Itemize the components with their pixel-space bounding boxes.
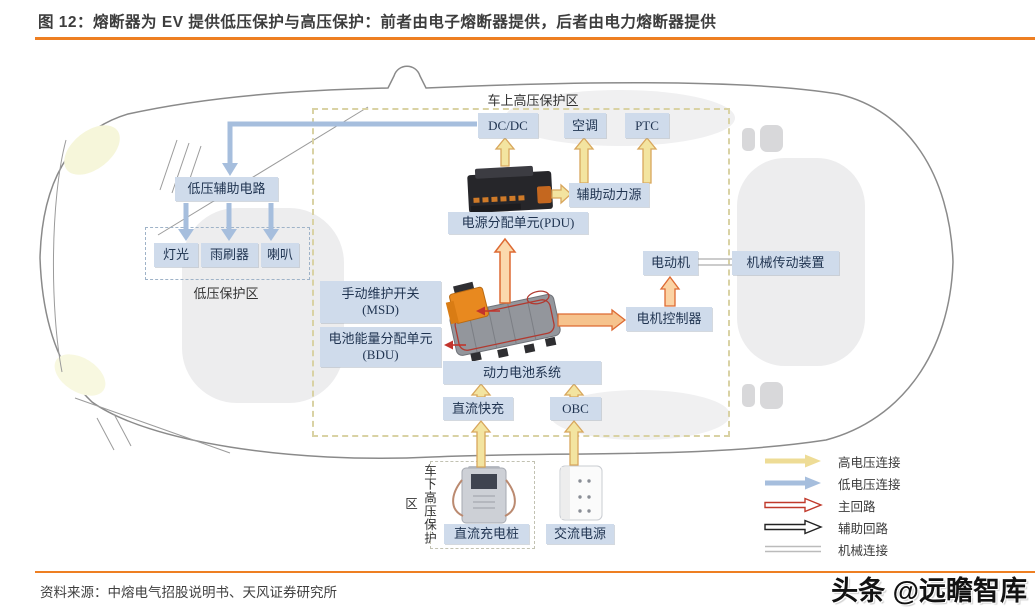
under-vehicle-hv-zone-label: 车下高压保护区 xyxy=(403,463,436,545)
on-vehicle-hv-zone-frame xyxy=(312,108,730,437)
legend-label: 低电压连接 xyxy=(838,477,901,492)
legend-row-low-voltage: 低电压连接 xyxy=(763,473,901,493)
node-aux-power: 辅助动力源 xyxy=(569,183,649,207)
node-bdu: 电池能量分配单元 (BDU) xyxy=(320,327,441,367)
node-ac-power: 交流电源 xyxy=(546,524,614,544)
low-voltage-arrow-icon xyxy=(765,476,821,490)
node-msd: 手动维护开关 (MSD) xyxy=(320,281,441,323)
node-battery-system: 动力电池系统 xyxy=(443,361,601,384)
headlight-left-front xyxy=(64,125,120,175)
legend-label: 辅助回路 xyxy=(838,521,889,536)
legend-label: 主回路 xyxy=(838,499,876,514)
node-lv-aux-circuit: 低压辅助电路 xyxy=(175,177,278,201)
node-motor: 电动机 xyxy=(643,251,698,275)
legend: 高电压连接 低电压连接 主回路 辅助回路 机械连接 xyxy=(763,451,901,559)
node-ptc: PTC xyxy=(625,113,669,138)
node-horn: 喇叭 xyxy=(261,243,299,267)
node-motor-controller: 电机控制器 xyxy=(626,307,712,331)
node-wiper: 雨刷器 xyxy=(201,243,258,267)
msd-abbr: (MSD) xyxy=(362,302,399,317)
legend-row-mechanical: 机械连接 xyxy=(763,539,901,559)
legend-row-aux-circuit: 辅助回路 xyxy=(763,517,901,537)
legend-row-high-voltage: 高电压连接 xyxy=(763,451,901,471)
legend-label: 高电压连接 xyxy=(838,455,901,470)
windshield-lines xyxy=(52,106,369,454)
on-vehicle-hv-zone-label: 车上高压保护区 xyxy=(487,93,579,108)
msd-name: 手动维护开关 xyxy=(341,286,420,302)
node-dcdc: DC/DC xyxy=(478,113,538,138)
headrests xyxy=(742,125,783,409)
node-obc: OBC xyxy=(550,397,601,420)
legend-label: 机械连接 xyxy=(838,543,889,558)
mechanical-link-icon xyxy=(765,545,821,553)
node-aircon: 空调 xyxy=(564,113,606,138)
bdu-abbr: (BDU) xyxy=(362,347,399,362)
watermark: 头条 @远瞻智库 xyxy=(831,576,1027,606)
legend-row-main-circuit: 主回路 xyxy=(763,495,901,515)
node-dc-charging-pile: 直流充电桩 xyxy=(444,524,529,544)
aux-circuit-arrow-icon xyxy=(764,519,823,535)
bdu-name: 电池能量分配单元 xyxy=(328,331,433,347)
car-body-outline xyxy=(39,65,954,460)
main-circuit-arrow-icon xyxy=(764,497,823,513)
source-note: 资料来源：中熔电气招股说明书、天风证券研究所 xyxy=(40,585,337,600)
footer-rule xyxy=(35,571,1035,573)
figure-title: 图 12：熔断器为 EV 提供低压保护与高压保护：前者由电子熔断器提供，后者由电… xyxy=(38,14,717,31)
high-voltage-arrow-icon xyxy=(765,454,821,468)
node-pdu-label: 电源分配单元(PDU) xyxy=(448,212,588,234)
node-transmission: 机械传动装置 xyxy=(732,251,839,275)
roof-shade xyxy=(505,90,735,146)
headlight-left-rear xyxy=(54,354,106,396)
low-voltage-zone-label: 低压保护区 xyxy=(193,286,259,301)
node-dc-fast-charge: 直流快充 xyxy=(443,397,513,420)
title-underline xyxy=(35,37,1035,40)
node-lamp: 灯光 xyxy=(154,243,198,267)
